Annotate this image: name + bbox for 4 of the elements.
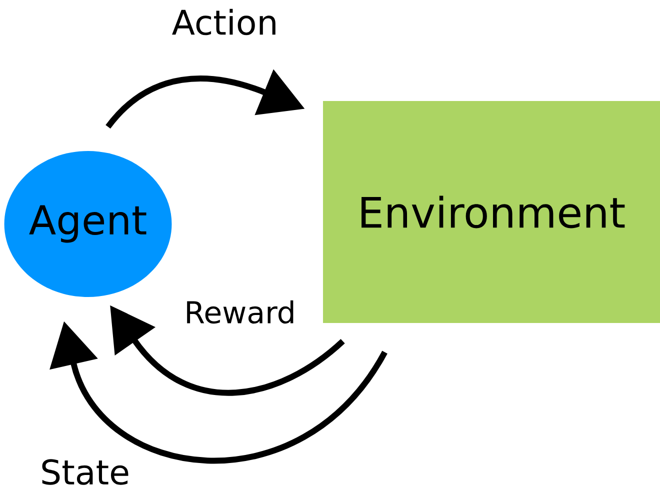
environment-box: Environment [323,101,660,323]
edge-label: State [42,459,128,485]
edge-label: Action [172,8,276,36]
edge-label: Reward [187,300,294,324]
